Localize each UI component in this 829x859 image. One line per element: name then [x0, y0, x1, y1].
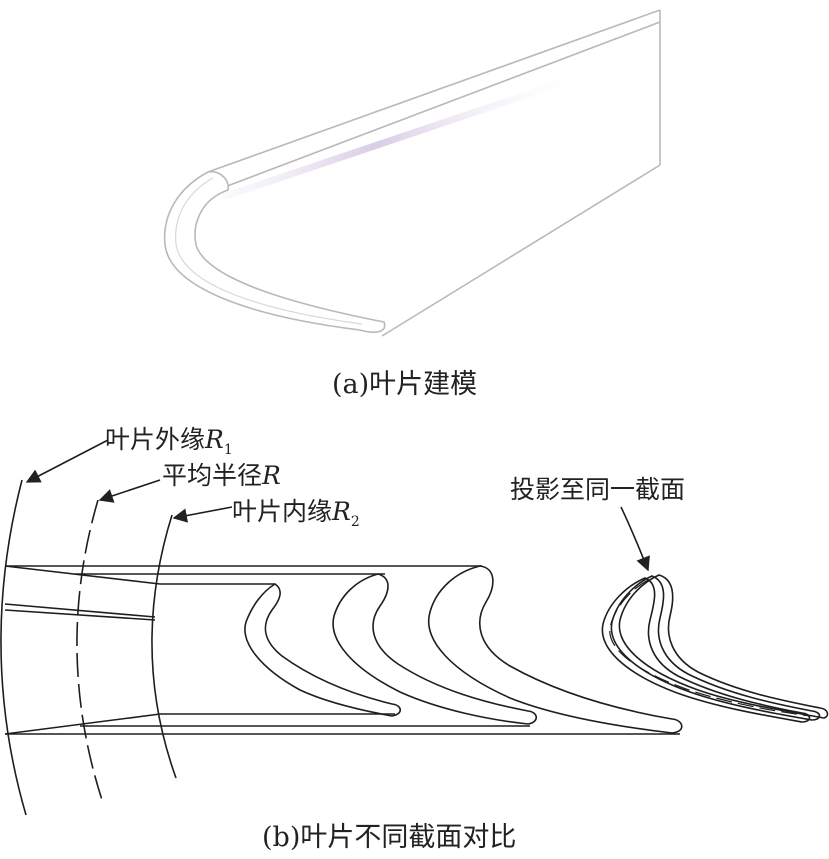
- blade-trailing-edge: [381, 164, 661, 337]
- projected-sections: [601, 574, 829, 723]
- slab-line-mid1: [4, 603, 156, 618]
- label-inner-radius-var: R: [332, 497, 351, 526]
- arrow-mean: [98, 479, 161, 503]
- label-inner-radius-text: 叶片内缘: [232, 497, 333, 526]
- label-inner-radius-sub: 2: [350, 514, 360, 530]
- caption-b: (b)叶片不同截面对比: [262, 822, 517, 853]
- slab-diag-upper: [4, 565, 161, 585]
- arrow-projection: [620, 506, 650, 572]
- label-outer-radius-text: 叶片外缘: [105, 425, 206, 454]
- label-outer-radius: 叶片外缘R1: [105, 420, 233, 458]
- label-mean-radius-text: 平均半径: [162, 461, 263, 490]
- arrow-outer: [25, 439, 109, 483]
- label-projection: 投影至同一截面: [510, 475, 686, 504]
- profile-inner-section: [244, 583, 402, 717]
- profile-outer-section: [427, 565, 683, 734]
- projected-mean-line: [609, 579, 811, 717]
- arrow-inner: [172, 506, 233, 523]
- outer-radius-arc: [0, 479, 27, 816]
- blade-highlight: [222, 66, 604, 200]
- blade-root-profile: [163, 170, 386, 333]
- caption-a: (a)叶片建模: [332, 369, 478, 400]
- blade-top-edge-inner: [221, 21, 661, 189]
- blade-3d-model: [163, 9, 661, 337]
- mean-radius-arc: [76, 499, 103, 801]
- label-outer-radius-sub: 1: [223, 442, 233, 458]
- blade-top-edge: [207, 9, 661, 173]
- inner-radius-arc: [151, 514, 177, 779]
- label-mean-radius-var: R: [262, 461, 281, 490]
- blade-root-rim: [175, 177, 363, 325]
- label-outer-radius-var: R: [205, 425, 224, 454]
- profile-mean-section: [332, 573, 538, 725]
- label-mean-radius: 平均半径R: [162, 456, 281, 492]
- section-comparison-drawing: [0, 439, 829, 816]
- slab-diag-lower: [4, 713, 161, 735]
- slab-line-mid2: [4, 609, 156, 621]
- label-inner-radius: 叶片内缘R2: [232, 492, 360, 530]
